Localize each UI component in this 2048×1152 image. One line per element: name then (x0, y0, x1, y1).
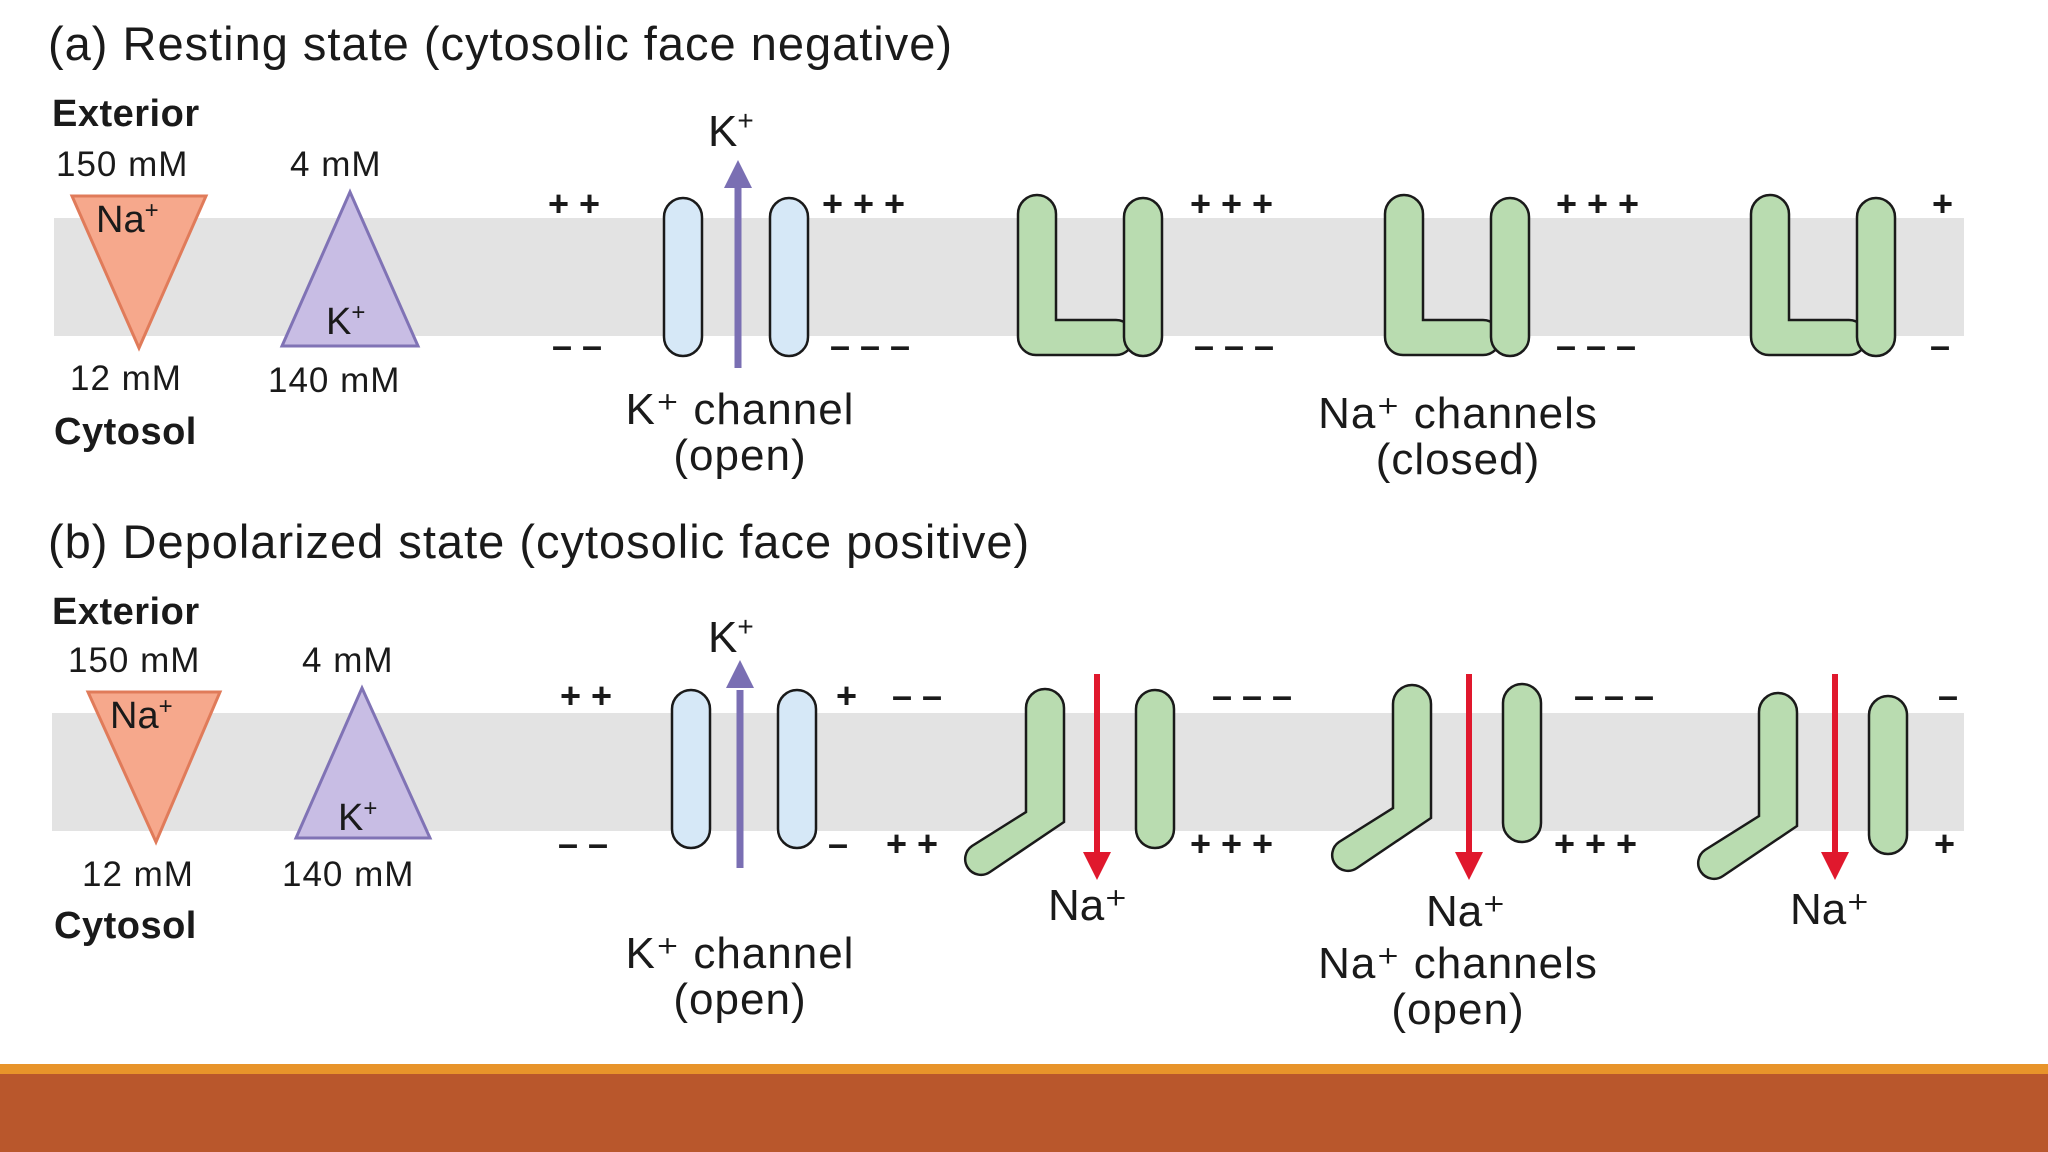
k-efflux-arrowhead (724, 160, 752, 188)
k-cytosol-concentration: 140 mM (282, 855, 414, 894)
charge-plus: + + + (1556, 183, 1639, 224)
na-channel-closed (1016, 193, 1164, 358)
na-channel-subunit-gate (1696, 691, 1799, 881)
na-channel-closed (1383, 193, 1531, 358)
na-influx-arrowhead (1083, 852, 1111, 880)
na-influx-arrowhead (1821, 852, 1849, 880)
charge-plus: + (1932, 183, 1953, 224)
na-channel-subunit (1867, 694, 1909, 856)
cytosol-label: Cytosol (54, 905, 197, 947)
na-exterior-concentration: 150 mM (56, 145, 188, 184)
na-cytosol-concentration: 12 mM (70, 359, 182, 398)
exterior-label: Exterior (52, 93, 200, 135)
k-ion-arrow-label: K+ (708, 105, 754, 156)
cytosol-label: Cytosol (54, 411, 197, 453)
k-exterior-concentration: 4 mM (302, 641, 394, 680)
k-channel-label: K⁺ channel (626, 385, 855, 434)
k-channel-subunit-left (670, 688, 712, 850)
na-ion-label: Na+ (110, 693, 173, 737)
panel-b-title: (b) Depolarized state (cytosolic face po… (48, 515, 1030, 568)
na-channel-subunit-gate (1330, 683, 1433, 873)
k-channel-label: K⁺ channel (626, 929, 855, 978)
charge-minus: – – (558, 823, 608, 864)
na-influx-arrowhead (1455, 852, 1483, 880)
k-channel-subunit-right (768, 196, 810, 358)
k-channel-state: (open) (673, 975, 806, 1024)
na-channels-label: Na⁺ channels (1318, 389, 1598, 438)
charge-plus: + + (548, 183, 600, 224)
na-influx-ion-label: Na⁺ (1790, 885, 1869, 934)
na-influx-ion-label: Na⁺ (1426, 887, 1505, 936)
charge-minus: – (1938, 675, 1958, 716)
na-channels-label: Na⁺ channels (1318, 939, 1598, 988)
charge-minus: – (828, 823, 848, 864)
charge-plus: + (836, 675, 857, 716)
k-channel-open (662, 160, 810, 368)
na-channel-subunit (1501, 682, 1543, 844)
na-channel-closed (1749, 193, 1897, 358)
charge-minus: – – (892, 675, 942, 716)
k-channel-state: (open) (673, 431, 806, 480)
na-channel-subunit (1855, 196, 1897, 358)
na-channel-subunit-gate (963, 687, 1066, 877)
charge-minus: – – (552, 325, 602, 366)
k-cytosol-concentration: 140 mM (268, 361, 400, 400)
na-channel-subunit (1122, 196, 1164, 358)
charge-minus: – – – (1574, 675, 1654, 716)
na-gradient-triangle (69, 194, 209, 352)
footer-accent-line (0, 1064, 2048, 1074)
k-ion-arrow-label: K+ (708, 611, 754, 662)
na-channels-state: (closed) (1376, 435, 1541, 484)
k-ion-label: K+ (338, 795, 377, 839)
panel-a-title: (a) Resting state (cytosolic face negati… (48, 17, 953, 70)
k-efflux-arrowhead (726, 660, 754, 688)
na-channels-state: (open) (1391, 985, 1524, 1034)
na-channel-subunit (1489, 196, 1531, 358)
charge-minus: – (1930, 325, 1950, 366)
k-channel-subunit-left (662, 196, 704, 358)
charge-plus: + + (886, 823, 938, 864)
k-channel-subunit-right (776, 688, 818, 850)
na-influx-ion-label: Na⁺ (1048, 881, 1127, 930)
na-channel-open (1330, 674, 1543, 880)
panel-a: (a) Resting state (cytosolic face negati… (48, 17, 1964, 484)
charge-minus: – – – (1212, 675, 1292, 716)
k-gradient-triangle (293, 684, 433, 840)
na-exterior-concentration: 150 mM (68, 641, 200, 680)
k-exterior-concentration: 4 mM (290, 145, 382, 184)
na-channel-open (1696, 674, 1909, 881)
charge-plus: + + + (1190, 823, 1273, 864)
na-cytosol-concentration: 12 mM (82, 855, 194, 894)
charge-plus: + + + (822, 183, 905, 224)
charge-minus: – – – (830, 325, 910, 366)
footer-accent-bar (0, 1074, 2048, 1152)
na-ion-label: Na+ (96, 197, 159, 241)
na-gradient-triangle (85, 690, 223, 846)
k-ion-label: K+ (326, 299, 365, 343)
charge-minus: – – – (1194, 325, 1274, 366)
na-channel-subunit (1134, 688, 1176, 850)
panel-b: (b) Depolarized state (cytosolic face po… (48, 515, 1964, 1034)
k-gradient-triangle (279, 188, 421, 348)
charge-plus: + (1934, 823, 1955, 864)
na-channel-open (963, 674, 1176, 880)
charge-plus: + + (560, 675, 612, 716)
charge-plus: + + + (1554, 823, 1637, 864)
k-channel-open (670, 660, 818, 868)
charge-plus: + + + (1190, 183, 1273, 224)
exterior-label: Exterior (52, 591, 200, 633)
charge-minus: – – – (1556, 325, 1636, 366)
